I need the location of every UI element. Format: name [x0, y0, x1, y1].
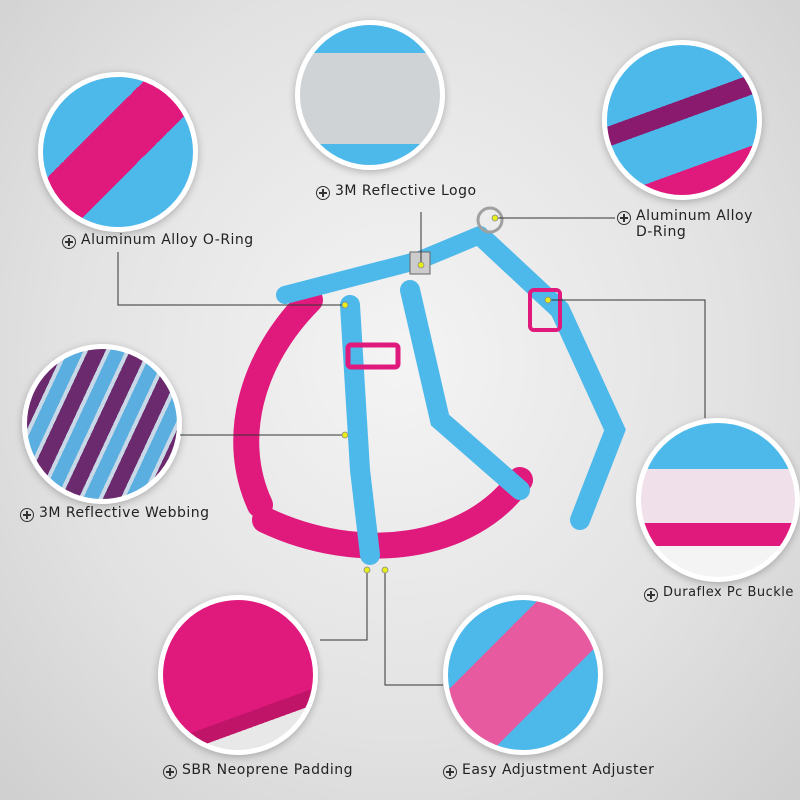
label-text: 3M Reflective Webbing — [39, 505, 210, 521]
callout-lines — [117, 212, 706, 686]
label-text: Easy Adjustment Adjuster — [462, 762, 655, 778]
buckle-detail-image — [636, 418, 800, 582]
harness-image — [233, 206, 626, 565]
feature-label-o-ring: Aluminum Alloy O-Ring — [62, 232, 254, 249]
feature-label-buckle: Duraflex Pc Buckle — [644, 585, 794, 602]
plus-circle-icon — [644, 588, 658, 602]
label-text: Duraflex Pc Buckle — [663, 585, 794, 600]
feature-label-adjuster: Easy Adjustment Adjuster — [443, 762, 654, 779]
padding-detail-image — [158, 595, 318, 755]
plus-circle-icon — [316, 186, 330, 200]
callout-dots — [341, 214, 552, 574]
plus-circle-icon — [62, 235, 76, 249]
plus-circle-icon — [163, 765, 177, 779]
webbing-detail-image — [22, 344, 182, 504]
feature-label-padding: SBR Neoprene Padding — [163, 762, 353, 779]
plus-circle-icon — [617, 211, 631, 225]
plus-circle-icon — [443, 765, 457, 779]
label-text: 3M Reflective Logo — [335, 183, 477, 199]
o-ring-detail-image — [38, 72, 198, 232]
d-ring-detail-image — [602, 40, 762, 200]
label-text: Aluminum Alloy O-Ring — [81, 232, 254, 248]
plus-circle-icon — [20, 508, 34, 522]
label-line-2: D-Ring — [636, 224, 687, 240]
logo-detail-image — [295, 20, 445, 170]
adjuster-detail-image — [443, 595, 603, 755]
label-line-1: Aluminum Alloy — [636, 208, 753, 224]
feature-label-logo: 3M Reflective Logo — [316, 183, 477, 200]
feature-label-webbing: 3M Reflective Webbing — [20, 505, 210, 522]
label-text: SBR Neoprene Padding — [182, 762, 354, 778]
